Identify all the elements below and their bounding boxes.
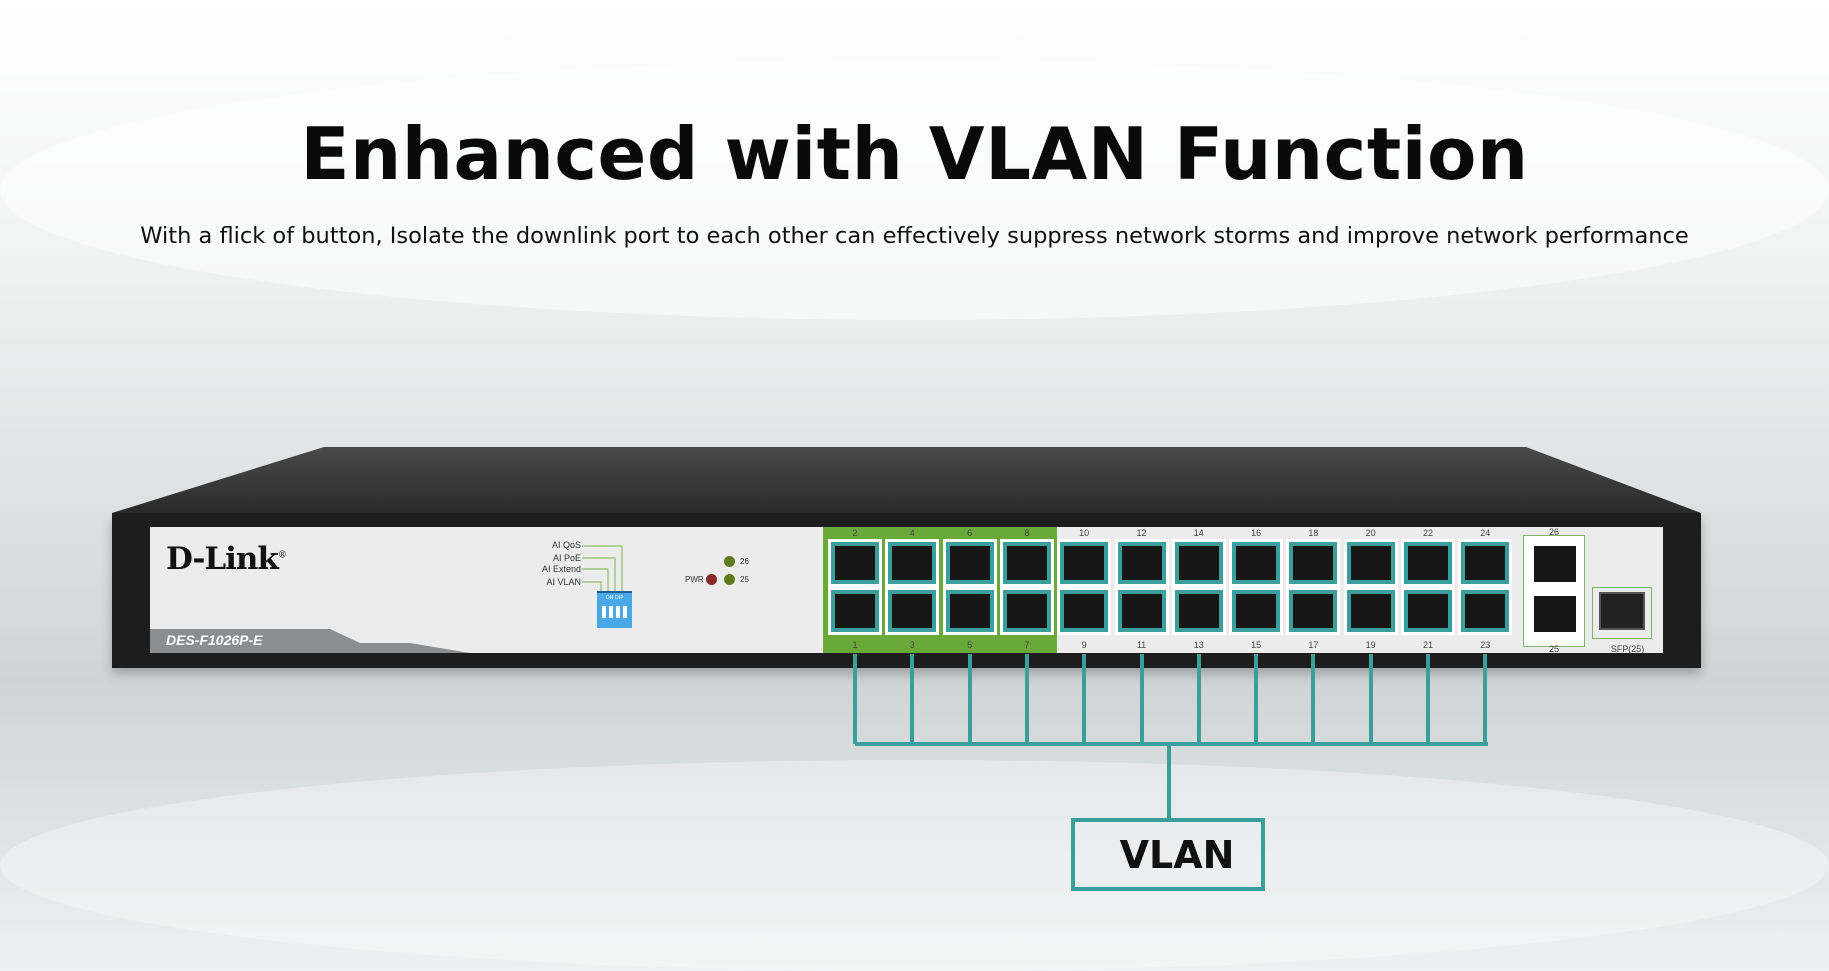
vlan-bus-line bbox=[855, 742, 1488, 746]
port-2[interactable] bbox=[828, 539, 882, 587]
dip-label-vlan: AI VLAN bbox=[546, 577, 581, 587]
port-number-label: 12 bbox=[1136, 528, 1147, 538]
port-16[interactable] bbox=[1229, 539, 1284, 587]
port-link-line bbox=[967, 654, 972, 744]
led-25-icon bbox=[724, 574, 735, 585]
port-number-label: 16 bbox=[1251, 528, 1262, 538]
port-23[interactable] bbox=[1458, 587, 1513, 635]
port-26[interactable] bbox=[1534, 546, 1576, 582]
sfp-label: SFP(25) bbox=[1610, 644, 1645, 654]
page-subtitle: With a flick of button, Isolate the down… bbox=[140, 223, 1689, 249]
pwr-label: PWR bbox=[685, 575, 704, 584]
port-number-label: 2 bbox=[852, 528, 858, 538]
port-5[interactable] bbox=[942, 587, 997, 635]
model-name: DES-F1026P-E bbox=[166, 632, 263, 648]
port-link-line bbox=[1311, 654, 1316, 744]
led-26-label: 26 bbox=[740, 557, 749, 566]
port-number-label: 4 bbox=[909, 528, 915, 538]
port-link-line bbox=[1024, 654, 1029, 744]
port-number-label: 5 bbox=[967, 640, 973, 650]
brand-logo: D-Link® bbox=[166, 541, 287, 577]
port-number-label: 10 bbox=[1079, 528, 1090, 538]
port-link-line bbox=[853, 654, 857, 744]
led-26-icon bbox=[724, 556, 735, 567]
port-number-label: 15 bbox=[1251, 640, 1262, 650]
port-20[interactable] bbox=[1343, 539, 1398, 587]
port-link-line bbox=[1139, 654, 1144, 744]
port-link-line bbox=[1426, 654, 1430, 744]
port-22[interactable] bbox=[1401, 539, 1455, 587]
port-number-label: 22 bbox=[1422, 528, 1433, 538]
port-link-line bbox=[1196, 654, 1201, 744]
vlan-box: VLAN bbox=[1071, 818, 1265, 891]
port-number-label: 17 bbox=[1308, 640, 1319, 650]
led-25-label: 25 bbox=[740, 575, 749, 584]
dip-label-poe: AI PoE bbox=[552, 553, 581, 563]
port-6[interactable] bbox=[942, 539, 997, 587]
sfp-cage bbox=[1599, 592, 1645, 630]
port-link-line bbox=[1082, 654, 1087, 744]
switch-top-face bbox=[112, 447, 1701, 513]
port-link-line bbox=[1254, 654, 1259, 744]
port-10[interactable] bbox=[1057, 539, 1112, 587]
port-7[interactable] bbox=[999, 587, 1054, 635]
port-25[interactable] bbox=[1534, 596, 1576, 632]
dip-switch-text: ON DIP bbox=[605, 595, 624, 601]
port-number-label: 18 bbox=[1308, 528, 1319, 538]
port-number-label: 8 bbox=[1024, 528, 1030, 538]
port-number-label: 13 bbox=[1193, 640, 1204, 650]
vlan-trunk-line bbox=[1167, 744, 1171, 820]
port-24[interactable] bbox=[1458, 539, 1513, 587]
port-number-label: 21 bbox=[1422, 640, 1433, 650]
dip-label-qos: AI QoS bbox=[551, 540, 581, 550]
port-number-label: 9 bbox=[1081, 640, 1087, 650]
port-number-label: 7 bbox=[1024, 640, 1030, 650]
port-number-label: 14 bbox=[1193, 528, 1204, 538]
port-link-line bbox=[910, 654, 915, 744]
port-number-label: 1 bbox=[852, 640, 858, 650]
background-wave bbox=[0, 60, 1829, 320]
port-14[interactable] bbox=[1171, 539, 1226, 587]
port-9[interactable] bbox=[1057, 587, 1112, 635]
port-8[interactable] bbox=[999, 539, 1054, 587]
port-1[interactable] bbox=[828, 587, 882, 635]
port-number-label: 3 bbox=[909, 640, 915, 650]
port-4[interactable] bbox=[885, 539, 940, 587]
switch-front: D-Link® DES-F1026P-E AI QoS AI PoE AI Ex… bbox=[112, 513, 1701, 668]
port-link-line bbox=[1368, 654, 1373, 744]
pwr-led-icon bbox=[706, 574, 717, 585]
port-19[interactable] bbox=[1343, 587, 1398, 635]
port-number-label: 24 bbox=[1480, 528, 1491, 538]
port-3[interactable] bbox=[885, 587, 940, 635]
port-number-label: 6 bbox=[967, 528, 973, 538]
port-21[interactable] bbox=[1401, 587, 1455, 635]
dip-switch[interactable]: ON DIP bbox=[597, 591, 632, 628]
port-25-label: 25 bbox=[1548, 644, 1559, 654]
background-wave bbox=[0, 760, 1829, 971]
port-number-label: 20 bbox=[1365, 528, 1376, 538]
vlan-label: VLAN bbox=[1119, 832, 1235, 877]
sfp-port[interactable] bbox=[1592, 587, 1652, 639]
front-panel: D-Link® DES-F1026P-E AI QoS AI PoE AI Ex… bbox=[150, 527, 1663, 654]
port-13[interactable] bbox=[1171, 587, 1226, 635]
port-number-label: 23 bbox=[1480, 640, 1491, 650]
port-26-label: 26 bbox=[1548, 527, 1559, 537]
port-number-label: 11 bbox=[1136, 640, 1147, 650]
port-17[interactable] bbox=[1286, 587, 1341, 635]
dip-toggles bbox=[602, 606, 627, 618]
port-number-label: 19 bbox=[1365, 640, 1376, 650]
port-link-line bbox=[1483, 654, 1488, 744]
port-15[interactable] bbox=[1229, 587, 1284, 635]
port-12[interactable] bbox=[1114, 539, 1169, 587]
dip-label-extend: AI Extend bbox=[541, 564, 581, 574]
uplink-ports bbox=[1523, 535, 1585, 647]
dip-connector-lines bbox=[582, 545, 623, 591]
page-title: Enhanced with VLAN Function bbox=[300, 112, 1529, 196]
port-11[interactable] bbox=[1114, 587, 1169, 635]
port-18[interactable] bbox=[1286, 539, 1341, 587]
